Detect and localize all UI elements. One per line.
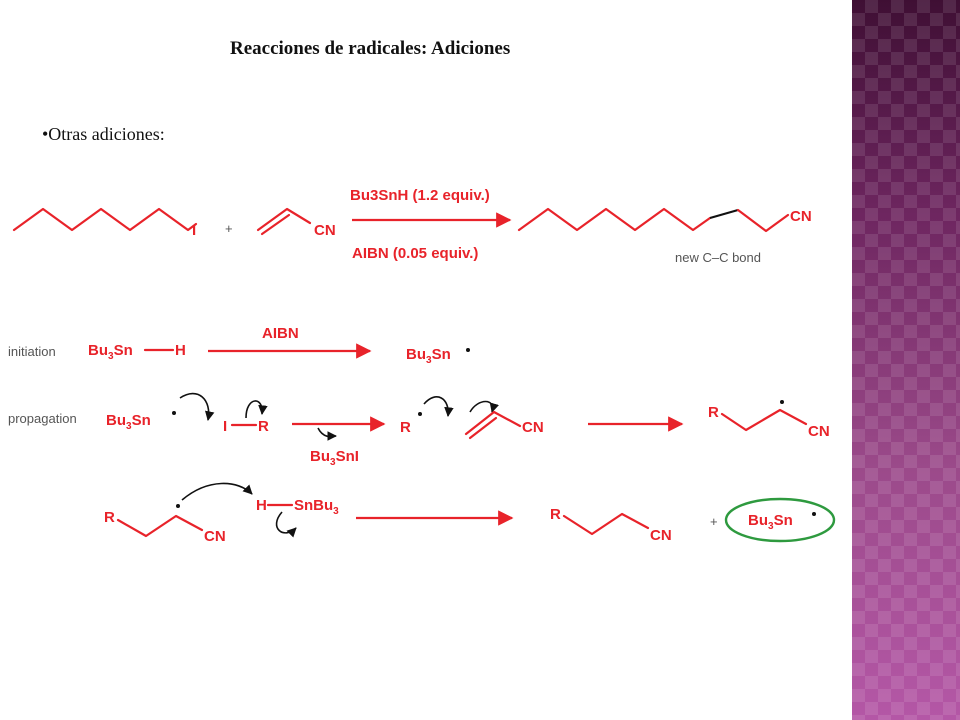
curly-arrow: [317, 427, 337, 441]
step3-adduct-r: R: [104, 509, 115, 526]
radical-dot: [466, 348, 470, 352]
step3-hydride-h: H: [256, 497, 267, 514]
curly-arrow: [423, 396, 454, 417]
curly-arrow: [469, 400, 499, 413]
propagation-tin-radical: Bu3Sn: [106, 412, 151, 432]
bullet-otras-adiciones: •Otras adiciones:: [42, 124, 165, 144]
final-product-r: R: [550, 506, 561, 523]
step3-adduct-chain: [116, 514, 204, 538]
regenerated-tin-radical: Bu3Sn: [748, 512, 793, 532]
radical-dot: [812, 512, 816, 516]
radical-dot: [176, 504, 180, 508]
product-nitrile-label: CN: [790, 208, 812, 225]
radical-dot: [780, 400, 784, 404]
adduct-radical-r: R: [708, 404, 719, 421]
reagent-tin-hydride: Bu3SnH (1.2 equiv.): [350, 187, 490, 204]
iodide-label: I: [192, 222, 196, 239]
curly-arrow: [245, 400, 268, 419]
slide: Reacciones de radicales: Adiciones •Otra…: [8, 38, 836, 545]
initiation-tin-radical: Bu3Sn: [406, 346, 451, 366]
initiation-label: initiation: [8, 344, 56, 359]
propagation-tin-iodide: Bu3SnI: [310, 448, 359, 468]
radical-dot: [172, 411, 176, 415]
propagation-label: propagation: [8, 411, 77, 426]
final-product-nitrile: CN: [650, 527, 672, 544]
propagation-iodide-r: R: [258, 418, 269, 435]
initiation-tin-hydride: Bu3Sn: [88, 342, 133, 362]
hexyl-iodide-chain: [12, 207, 198, 232]
step3-adduct-nitrile: CN: [204, 528, 226, 545]
slide-title: Reacciones de radicales: Adiciones: [230, 38, 511, 59]
nitrile-label: CN: [314, 222, 336, 239]
reaction-scheme: I + CN Bu3SnH (1.2 equiv.) AIBN (0.05 eq…: [8, 187, 836, 545]
plus-sign: +: [225, 221, 233, 236]
final-product-chain: [562, 512, 650, 536]
new-cc-bond: [709, 208, 739, 220]
initiation-arrow-label: AIBN: [262, 325, 299, 342]
step3-tributyltin: SnBu3: [294, 497, 339, 517]
regenerated-radical-circle: [724, 497, 836, 543]
product-chain: [517, 207, 790, 233]
adduct-radical-chain: [720, 408, 808, 432]
adduct-nitrile-label: CN: [808, 423, 830, 440]
initiation-h-label: H: [175, 342, 186, 359]
acrylonitrile: [256, 207, 312, 236]
curly-arrow: [181, 482, 253, 501]
new-bond-label: new C–C bond: [675, 250, 761, 265]
reagent-aibn: AIBN (0.05 equiv.): [352, 245, 478, 262]
alkyl-radical-r: R: [400, 419, 411, 436]
propagation-nitrile-label: CN: [522, 419, 544, 436]
decorative-side-panel: [852, 0, 960, 720]
radical-dot: [418, 412, 422, 416]
propagation-iodide-i: I: [223, 418, 227, 435]
propagation-acrylonitrile: [464, 410, 522, 440]
curly-arrow: [179, 392, 215, 421]
step3-plus-sign: +: [710, 514, 718, 529]
curly-arrow: [275, 511, 297, 538]
